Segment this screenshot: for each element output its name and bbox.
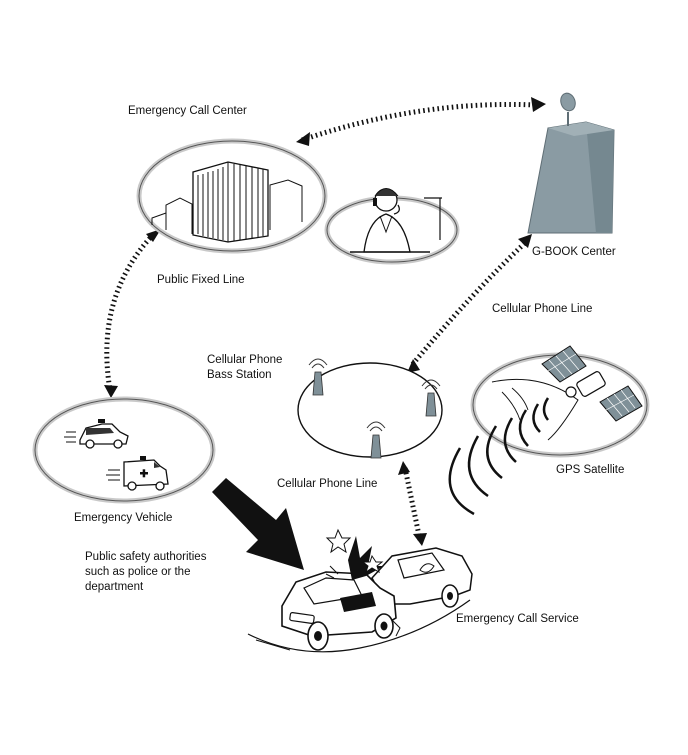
arrow-heads [104, 97, 546, 546]
big-arrow-icon [212, 478, 304, 570]
label-cellular-phone-base-station: Cellular Phone Bass Station [207, 354, 283, 381]
link-basestation-car [402, 467, 423, 541]
label-public-fixed-line: Public Fixed Line [157, 274, 245, 286]
label-gbook-center: G-BOOK Center [532, 246, 616, 258]
label-gps-satellite: GPS Satellite [556, 464, 625, 476]
cell-tower-icon [421, 379, 441, 417]
label-emergency-vehicle: Emergency Vehicle [74, 512, 173, 524]
cell-tower-icon [308, 358, 328, 396]
emergency-vehicle-group [32, 396, 216, 504]
label-cellular-phone-line-upper: Cellular Phone Line [492, 303, 593, 315]
signal-waves-icon [448, 397, 550, 516]
police-car-icon [64, 419, 129, 449]
crashed-cars-icon [247, 528, 473, 653]
link-gbook-basestation [410, 238, 530, 367]
g-book-center-building-icon [527, 92, 615, 234]
gps-satellite-icon [470, 345, 650, 458]
label-emergency-call-service: Emergency Call Service [456, 613, 579, 625]
ambulance-icon [106, 456, 169, 491]
link-callcenter-gbook [301, 101, 536, 143]
label-public-safety-authorities: Public safety authorities such as police… [85, 551, 207, 593]
link-callcenter-vehicle [104, 236, 152, 391]
office-building-icon [136, 138, 328, 254]
operator-headset-icon [324, 188, 460, 265]
connection-lines [104, 101, 536, 541]
label-emergency-call-center: Emergency Call Center [128, 105, 247, 117]
cell-tower-icon [366, 421, 386, 459]
label-cellular-phone-line-lower: Cellular Phone Line [277, 478, 378, 490]
cell-tower-group [297, 358, 443, 459]
